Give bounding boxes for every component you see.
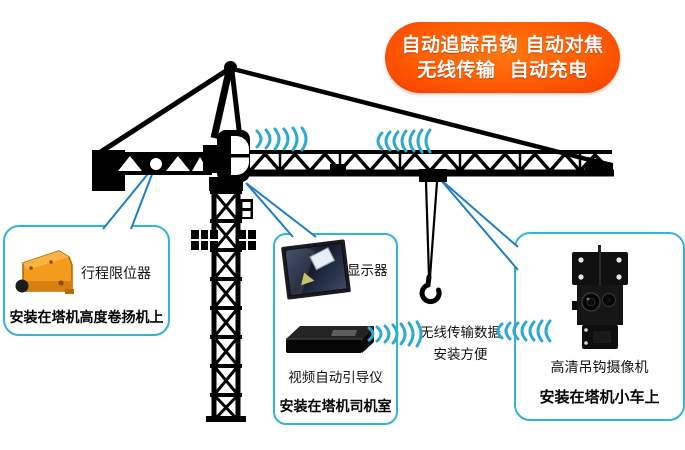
hook-camera-label: 高清吊钩摄像机 <box>550 360 649 376</box>
mast-platforms <box>191 199 256 250</box>
callout-hook-camera: 高清吊钩摄像机 安装在塔机小车上 <box>514 232 685 421</box>
operator-cab <box>203 130 250 191</box>
tower-cap <box>210 61 243 139</box>
tower-mast <box>206 190 246 422</box>
monitor-label: 显示器 <box>347 263 388 279</box>
trolley <box>419 169 447 182</box>
limit-switch-device-icon <box>15 250 74 294</box>
wireless-note: 无线传输数据 安装方便 <box>420 322 501 366</box>
callout-pointer-right <box>439 178 519 271</box>
cab-caption: 安装在塔机司机室 <box>279 399 392 415</box>
badge-line-1: 自动追踪吊钩 自动对焦 <box>401 33 604 56</box>
limit-switch-label: 行程限位器 <box>81 266 151 282</box>
callout-cab-equipment: 显示器 视频自动引导仪 安装在塔机司机室 <box>273 233 398 425</box>
crane-hook-icon <box>419 181 442 305</box>
video-guide-label: 视频自动引导仪 <box>288 370 383 386</box>
wifi-signal-icon <box>255 126 308 152</box>
hook-camera-icon <box>571 245 628 349</box>
callout-limit-switch: 行程限位器 安装在塔机高度卷扬机上 <box>3 225 170 336</box>
video-guide-device-icon <box>286 326 374 353</box>
counter-jib-anchor-point <box>150 158 162 170</box>
promo-badge: 自动追踪吊钩 自动对焦 无线传输 自动充电 <box>385 22 620 93</box>
limit-switch-caption: 安装在塔机高度卷扬机上 <box>9 310 164 326</box>
badge-line-2: 无线传输 自动充电 <box>417 58 588 81</box>
monitor-display-icon <box>281 239 351 300</box>
trolley-caption: 安装在塔机小车上 <box>539 388 660 406</box>
callout-pointer-middle <box>245 182 317 238</box>
callout-pointer-left <box>102 163 157 230</box>
counter-jib <box>92 150 212 191</box>
wireless-note-line-1: 无线传输数据 <box>420 325 501 341</box>
wireless-note-line-2: 安装方便 <box>433 347 488 363</box>
monitor-screen <box>285 243 347 296</box>
counter-jib-tie-cable <box>97 66 231 156</box>
wifi-signal-icon <box>376 128 432 154</box>
main-jib <box>242 150 614 177</box>
